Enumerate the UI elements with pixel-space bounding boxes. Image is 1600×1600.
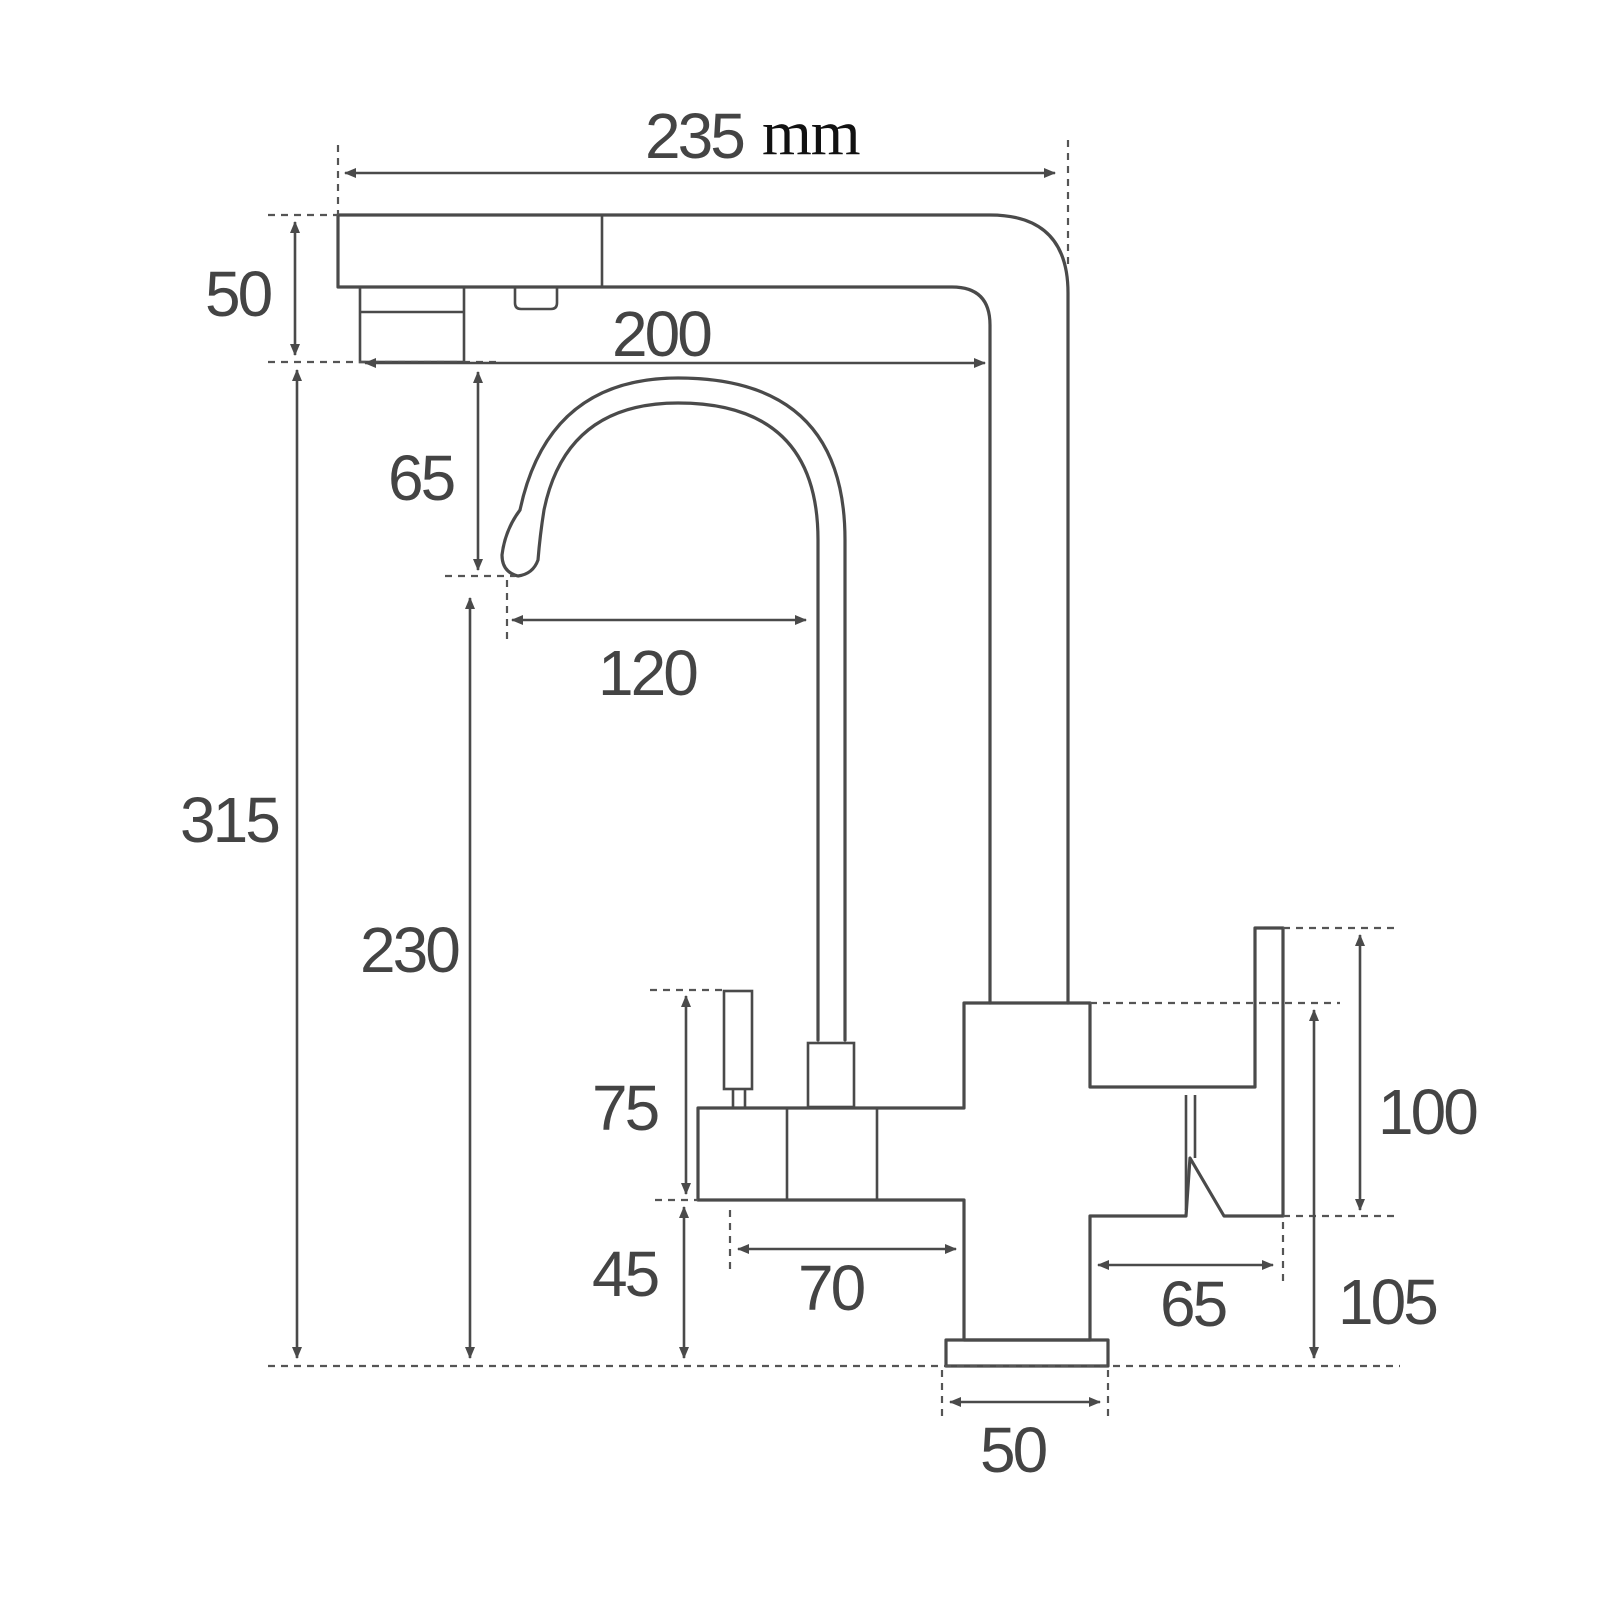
label-spout-height: 50 bbox=[205, 258, 272, 330]
label-overall-width: 235 bbox=[645, 100, 743, 172]
label-overall-height: 315 bbox=[180, 784, 278, 856]
label-right-body-height: 105 bbox=[1338, 1266, 1436, 1338]
label-left-body-clearance: 45 bbox=[592, 1238, 658, 1310]
label-left-handle-height: 75 bbox=[592, 1072, 658, 1144]
filter-spout-collar bbox=[806, 1041, 856, 1109]
label-right-handle-height: 100 bbox=[1378, 1076, 1477, 1148]
reference-lines bbox=[268, 140, 1400, 1420]
label-left-handle-offset: 70 bbox=[798, 1252, 865, 1324]
label-right-handle-offset: 65 bbox=[1160, 1268, 1226, 1340]
label-filter-spout-drop: 65 bbox=[388, 442, 454, 514]
label-filter-spout-clearance: 230 bbox=[360, 914, 459, 986]
filter-lever bbox=[722, 989, 754, 1091]
faucet-outline bbox=[336, 213, 1285, 1368]
filter-spout bbox=[500, 376, 847, 1042]
label-unit: mm bbox=[762, 97, 860, 168]
main-spout bbox=[336, 213, 1070, 1005]
dimension-labels: 235 mm 50 200 65 120 315 230 75 45 70 10… bbox=[180, 97, 1480, 1486]
label-base-diameter: 50 bbox=[980, 1414, 1047, 1486]
label-filter-spout-reach: 120 bbox=[598, 637, 697, 709]
aerator-block bbox=[358, 285, 466, 364]
faucet-body bbox=[696, 926, 1285, 1342]
dimension-lines bbox=[290, 168, 1365, 1407]
base-plate bbox=[944, 1338, 1110, 1368]
spout-nozzle bbox=[513, 287, 559, 311]
label-spout-reach: 200 bbox=[612, 298, 711, 370]
